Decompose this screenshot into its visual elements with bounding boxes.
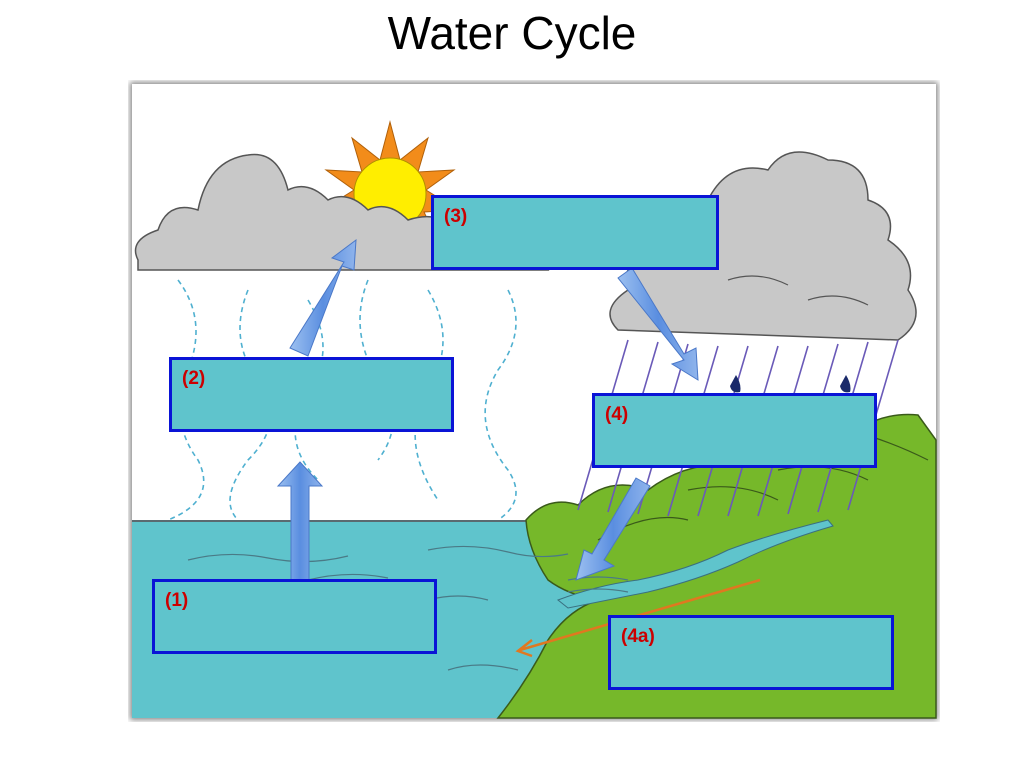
label-2: (2) xyxy=(182,368,206,389)
label-box-1[interactable]: (1) xyxy=(152,579,437,654)
mountain-lines xyxy=(597,429,929,541)
label-4: (4) xyxy=(605,404,629,425)
arrow-down-precipitation xyxy=(617,267,699,381)
label-box-4a[interactable]: (4a) xyxy=(608,615,894,690)
river xyxy=(557,519,834,609)
arrow-up-evaporation xyxy=(276,461,324,581)
water-ripples xyxy=(167,545,629,671)
label-4a: (4a) xyxy=(621,626,655,647)
arrow-up-condensation xyxy=(289,238,357,357)
label-1: (1) xyxy=(165,590,189,611)
label-3: (3) xyxy=(444,206,468,227)
rain-drops xyxy=(730,375,851,393)
arrow-down-collection xyxy=(575,477,651,581)
label-box-4[interactable]: (4) xyxy=(592,393,877,468)
evaporation-lines xyxy=(167,279,517,521)
label-box-3[interactable]: (3) xyxy=(431,195,719,270)
label-box-2[interactable]: (2) xyxy=(169,357,454,432)
diagram-title: Water Cycle xyxy=(387,7,637,59)
white-bubble xyxy=(436,88,500,172)
